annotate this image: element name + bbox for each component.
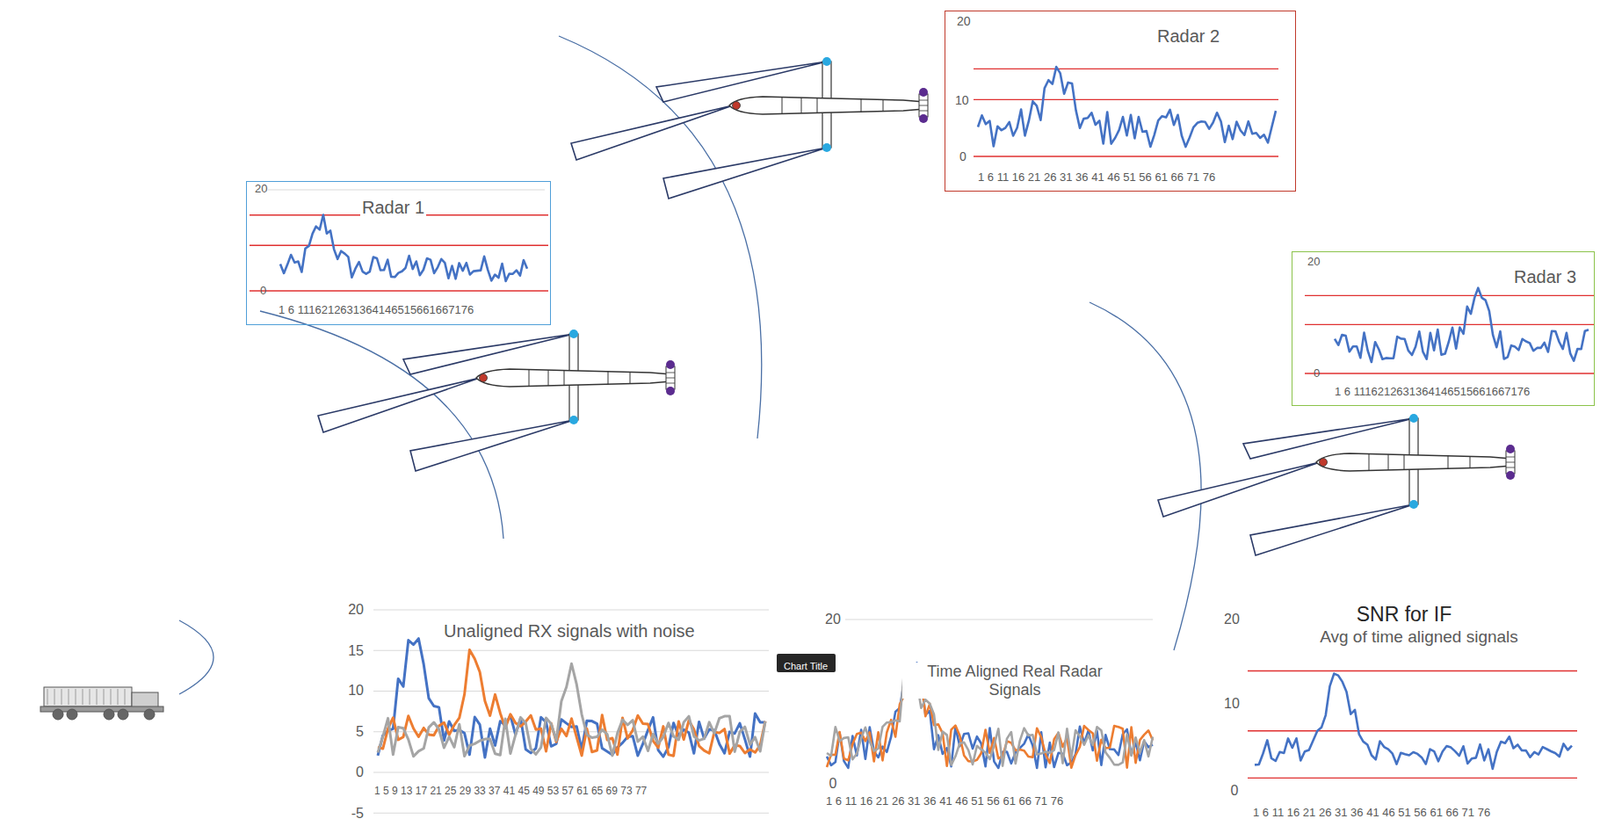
signal-line [377, 663, 766, 757]
axis-tick: 15 [347, 643, 364, 659]
signal-line [1334, 288, 1589, 362]
chart-plots [249, 66, 1595, 813]
threshold-line [1304, 295, 1595, 297]
truck-stripe [75, 688, 77, 705]
tooltip-text: Chart Title [781, 660, 830, 673]
truck-stripe [61, 688, 63, 705]
truck-stripe [110, 688, 112, 705]
axis-tick: 20 [254, 182, 268, 196]
chart-title: Radar 1 [360, 197, 427, 218]
axis-tick: 20 [825, 611, 841, 628]
axis-tick: 5 [355, 723, 364, 740]
threshold-line [973, 155, 1279, 157]
range-arc [179, 620, 214, 695]
signal-line [977, 66, 1276, 147]
axis-tick: 0 [829, 775, 838, 792]
axis-tick: 20 [956, 14, 971, 29]
grid-line [267, 189, 545, 191]
chart-title: Avg of time aligned signals [1317, 627, 1521, 647]
chart-title: Radar 2 [1155, 26, 1222, 47]
axis-tick: 20 [1307, 255, 1320, 269]
tooltip-box: Chart Title [776, 653, 836, 673]
threshold-line [1304, 324, 1595, 326]
axis-tick: 10 [955, 93, 970, 108]
threshold-line [1247, 777, 1578, 779]
axis-tick: 0 [1230, 782, 1239, 799]
uav [318, 329, 675, 471]
threshold-line [249, 245, 549, 247]
grid-line [373, 772, 769, 774]
truck-stripe [96, 688, 98, 705]
truck-wheel [144, 709, 155, 720]
axis-tick: 0 [260, 284, 267, 298]
truck-stripe [103, 688, 105, 705]
truck-stripe [47, 688, 49, 705]
grid-line [373, 690, 769, 692]
axis-tick: 1 6 11 16 21 26 31 36 41 46 51 56 61 66 … [977, 171, 1216, 185]
threshold-line [1247, 730, 1578, 732]
axis-tick: 20 [347, 601, 364, 618]
signal-line [826, 663, 1153, 769]
chart-title: SNR for IF [1356, 602, 1453, 626]
truck-stripe [82, 688, 84, 705]
chart-frame: Radar 2 [944, 10, 1296, 192]
axis-tick: 1 6 11 16 21 26 31 36 41 46 51 56 61 66 … [825, 795, 1064, 809]
axis-tick: -5 [351, 805, 364, 822]
threshold-line [973, 68, 1279, 70]
range-arcs [179, 36, 1202, 695]
grid-line [373, 812, 769, 814]
chart-frame: Radar 3 [1291, 251, 1595, 406]
truck-stripes [47, 688, 125, 705]
truck-cab [131, 692, 159, 708]
truck-wheel [117, 709, 129, 720]
axis-tick: 0 [1313, 367, 1320, 381]
uav [1158, 413, 1515, 556]
range-arc [1089, 302, 1202, 651]
truck-stripe [124, 688, 126, 705]
threshold-line [1304, 372, 1595, 374]
axis-tick: 10 [1223, 695, 1240, 712]
axis-tick: 0 [355, 764, 364, 781]
signal-line [377, 638, 766, 758]
axis-tick: 1 5 9 13 17 21 25 29 33 37 41 45 49 53 5… [374, 785, 647, 798]
axis-tick: 0 [959, 149, 967, 164]
truck-body [43, 687, 132, 707]
truck-stripe [68, 688, 70, 705]
grid-line [373, 650, 769, 652]
grid-line [373, 609, 769, 611]
range-arc [260, 311, 504, 539]
threshold-line [249, 289, 549, 291]
axis-tick: 1 6 11 16 21 26 31 36 41 46 51 56 61 66 … [1252, 806, 1491, 820]
chart-title: Time Aligned Real Radar Signals [902, 662, 1128, 699]
axis-tick: 20 [1223, 611, 1240, 628]
chart-title: Radar 3 [1512, 267, 1579, 288]
signal-line [1254, 673, 1572, 769]
truck-stripe [117, 688, 119, 705]
uav [571, 57, 928, 199]
threshold-line [973, 99, 1279, 101]
grid-line [845, 619, 1153, 621]
signal-line [377, 649, 766, 756]
truck-wheel [52, 709, 64, 720]
launcher-truck [40, 687, 164, 720]
truck-stripe [89, 688, 91, 705]
truck-stripe [54, 688, 56, 705]
threshold-line [1247, 670, 1578, 672]
truck-wheel [66, 709, 78, 720]
axis-tick: 10 [347, 682, 364, 699]
axis-tick: 1 6 1116212631364146515661667176 [278, 304, 474, 318]
chart-title: Unaligned RX signals with noise [441, 621, 698, 642]
signal-line [280, 215, 528, 282]
truck-wheel [103, 709, 115, 720]
axis-tick: 1 6 1116212631364146515661667176 [1334, 385, 1530, 399]
